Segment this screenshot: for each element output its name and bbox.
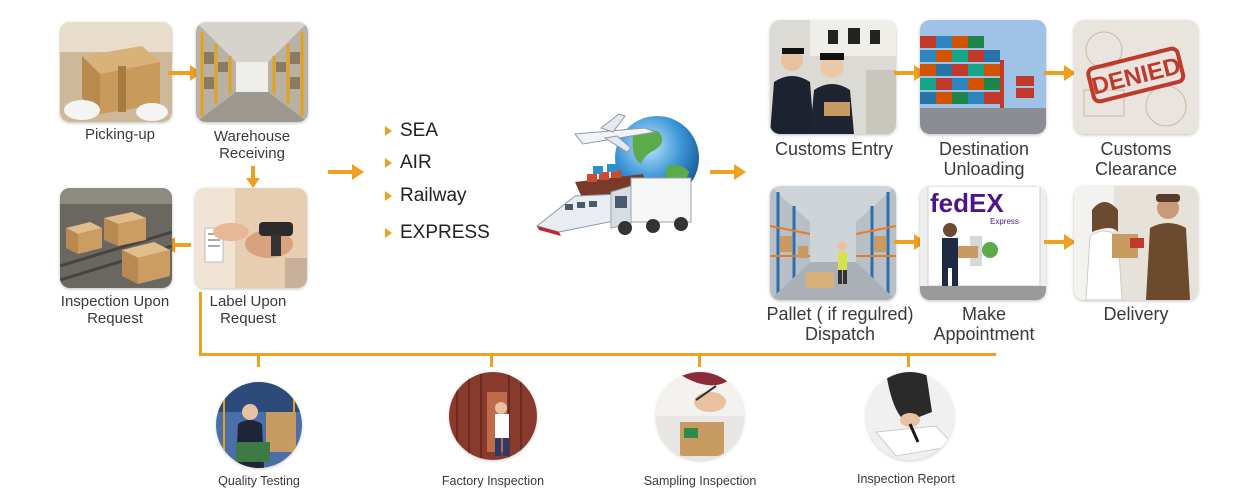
bullet-icon: [385, 191, 392, 201]
sampling-inspection-label: Sampling Inspection: [643, 474, 757, 488]
warehouse-receiving-image: [196, 22, 308, 122]
delivery-image: [1074, 186, 1198, 300]
bullet-icon: [385, 228, 392, 238]
inspection-upon-request-image: [60, 188, 172, 288]
arrow-warehouse-to-label: [246, 166, 260, 188]
picking-up-label: Picking-up: [84, 126, 156, 143]
connector-vertical: [199, 292, 202, 356]
connector-drop-3: [698, 353, 701, 367]
quality-testing-image: [216, 382, 302, 468]
picking-up-image: [60, 22, 172, 122]
arrow-to-destination: [710, 164, 746, 180]
fedex-logo-text: fedEX: [930, 188, 1004, 218]
bullet-icon: [385, 158, 392, 168]
customs-clearance-image: DENIED: [1074, 20, 1198, 134]
connector-drop-4: [907, 353, 910, 367]
pallet-dispatch-image: [770, 186, 896, 300]
bullet-icon: [385, 126, 392, 136]
mode-air: AIR: [385, 152, 432, 174]
quality-testing-label: Quality Testing: [218, 474, 300, 488]
delivery-label: Delivery: [1103, 304, 1169, 324]
mode-express: EXPRESS: [385, 222, 490, 244]
mode-railway: Railway: [385, 185, 467, 207]
destination-unloading-image: [920, 20, 1046, 134]
pallet-dispatch-label: Pallet ( if regulred)Dispatch: [766, 304, 914, 345]
customs-entry-image: [770, 20, 896, 134]
arrow-appointment-to-delivery: [1044, 234, 1076, 250]
sampling-inspection-image: [656, 372, 744, 460]
arrow-to-transport: [328, 164, 364, 180]
customs-entry-label: Customs Entry: [774, 139, 894, 159]
globe-transport-image: [535, 108, 705, 246]
make-appointment-image: fedEX Express: [920, 186, 1046, 300]
connector-drop-1: [257, 353, 260, 367]
connector-horizontal: [199, 353, 996, 356]
mode-sea: SEA: [385, 120, 438, 142]
fedex-logo-sub: Express: [990, 217, 1019, 226]
connector-drop-2: [490, 353, 493, 367]
label-upon-request-image: [195, 188, 307, 288]
factory-inspection-image: [449, 372, 537, 460]
arrow-unloading-to-clearance: [1044, 65, 1076, 81]
factory-inspection-label: Factory Inspection: [441, 474, 545, 488]
inspection-report-image: [866, 372, 954, 460]
inspection-report-label: Inspection Report: [857, 472, 955, 486]
